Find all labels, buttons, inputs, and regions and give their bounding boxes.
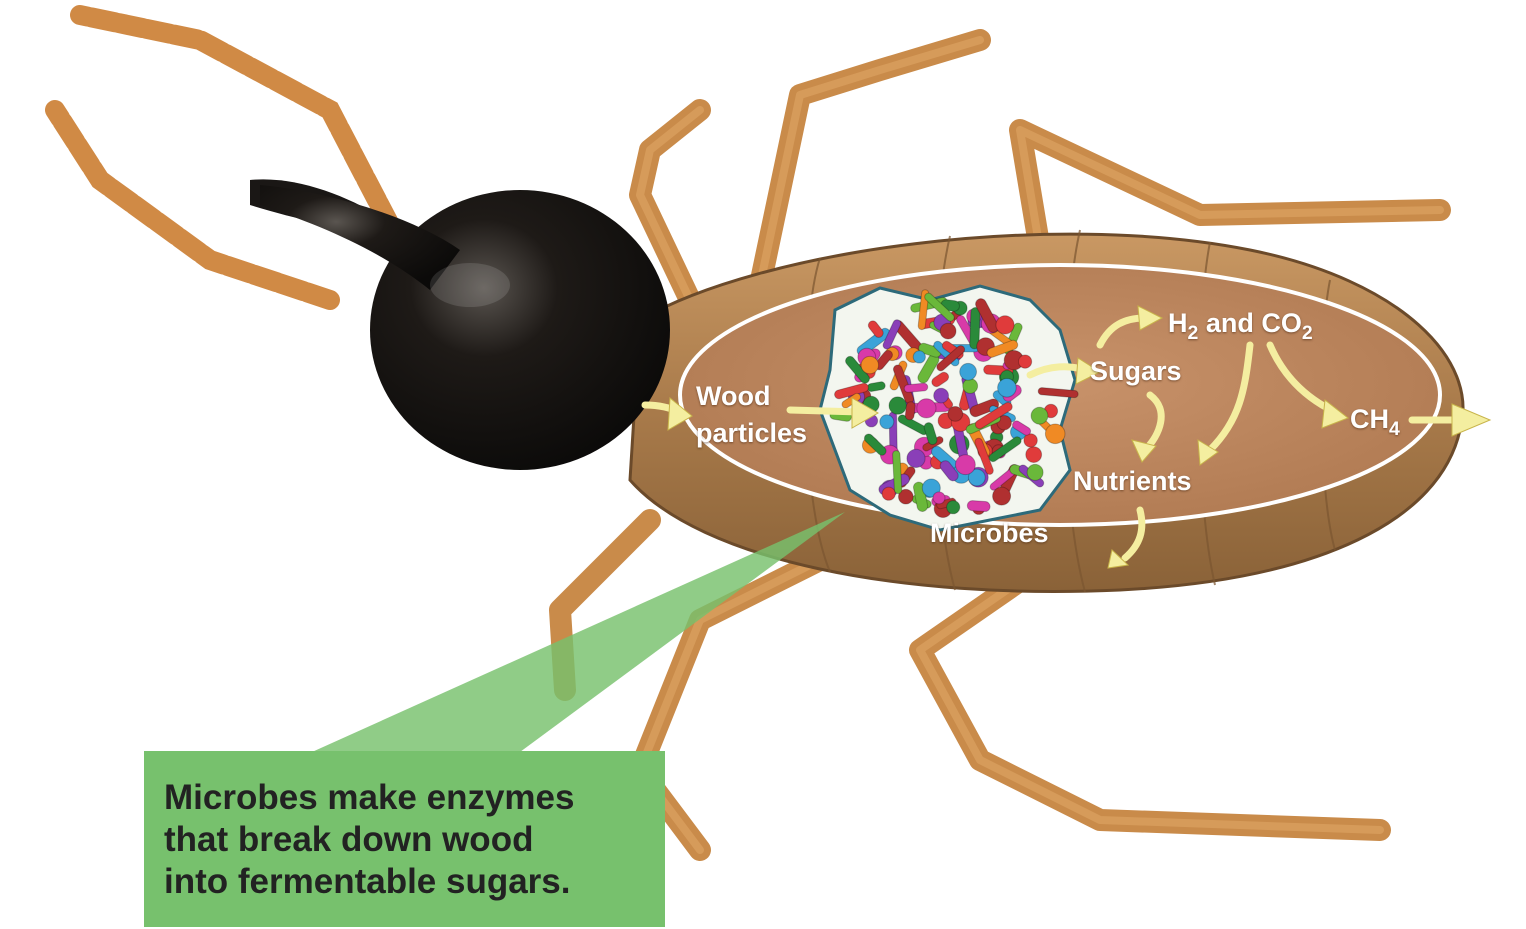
microbe-shape [861,356,878,373]
ch-text: CH [1350,404,1389,434]
microbe-shape [1031,407,1048,424]
h-text: H [1168,308,1188,338]
microbe-shape [933,492,945,504]
microbe-shape [960,363,977,380]
microbe-shape [904,383,928,393]
microbe-shape [1045,424,1065,444]
wood-label-line: Wood [696,378,807,415]
callout-line: into fermentable sugars. [164,861,665,903]
microbe-shape [940,323,956,339]
microbe-shape [882,487,895,500]
termite-head [250,179,670,470]
h2-co2-label: H2 and CO2 [1168,308,1313,339]
microbe-shape [993,487,1011,505]
wood-particles-label: Wood particles [696,378,807,452]
microbes-label: Microbes [930,518,1049,549]
callout-box: Microbes make enzymes that break down wo… [144,751,665,927]
microbe-shape [1019,355,1032,368]
microbe-shape [1027,464,1043,480]
ch4-label: CH4 [1350,404,1400,435]
microbe-shape [963,379,978,394]
particles-label-line: particles [696,415,807,452]
nutrients-label: Nutrients [1073,466,1192,497]
microbe-shape [892,450,902,493]
microbe-shape [934,388,949,403]
microbe-shape [967,500,990,512]
microbe-shape [880,415,894,429]
callout-line: Microbes make enzymes [164,777,665,819]
microbe-shape [998,379,1017,398]
microbe-shape [889,397,906,414]
sugars-label: Sugars [1090,356,1182,387]
co2-subscript: 2 [1302,322,1313,344]
microbe-shape [996,316,1014,334]
microbe-shape [956,455,976,475]
ch4-subscript: 4 [1389,418,1400,440]
microbe-shape [947,501,960,514]
microbe-shape [1026,447,1042,463]
and-co-text: and CO [1198,308,1302,338]
microbe-shape [913,351,925,363]
microbe-shape [948,407,963,422]
callout-line: that break down wood [164,819,665,861]
h2-subscript: 2 [1188,322,1199,344]
microbe-shape [905,401,916,420]
microbe-shape [917,399,936,418]
termite-antennae [55,15,390,300]
microbe-shape [907,449,925,467]
